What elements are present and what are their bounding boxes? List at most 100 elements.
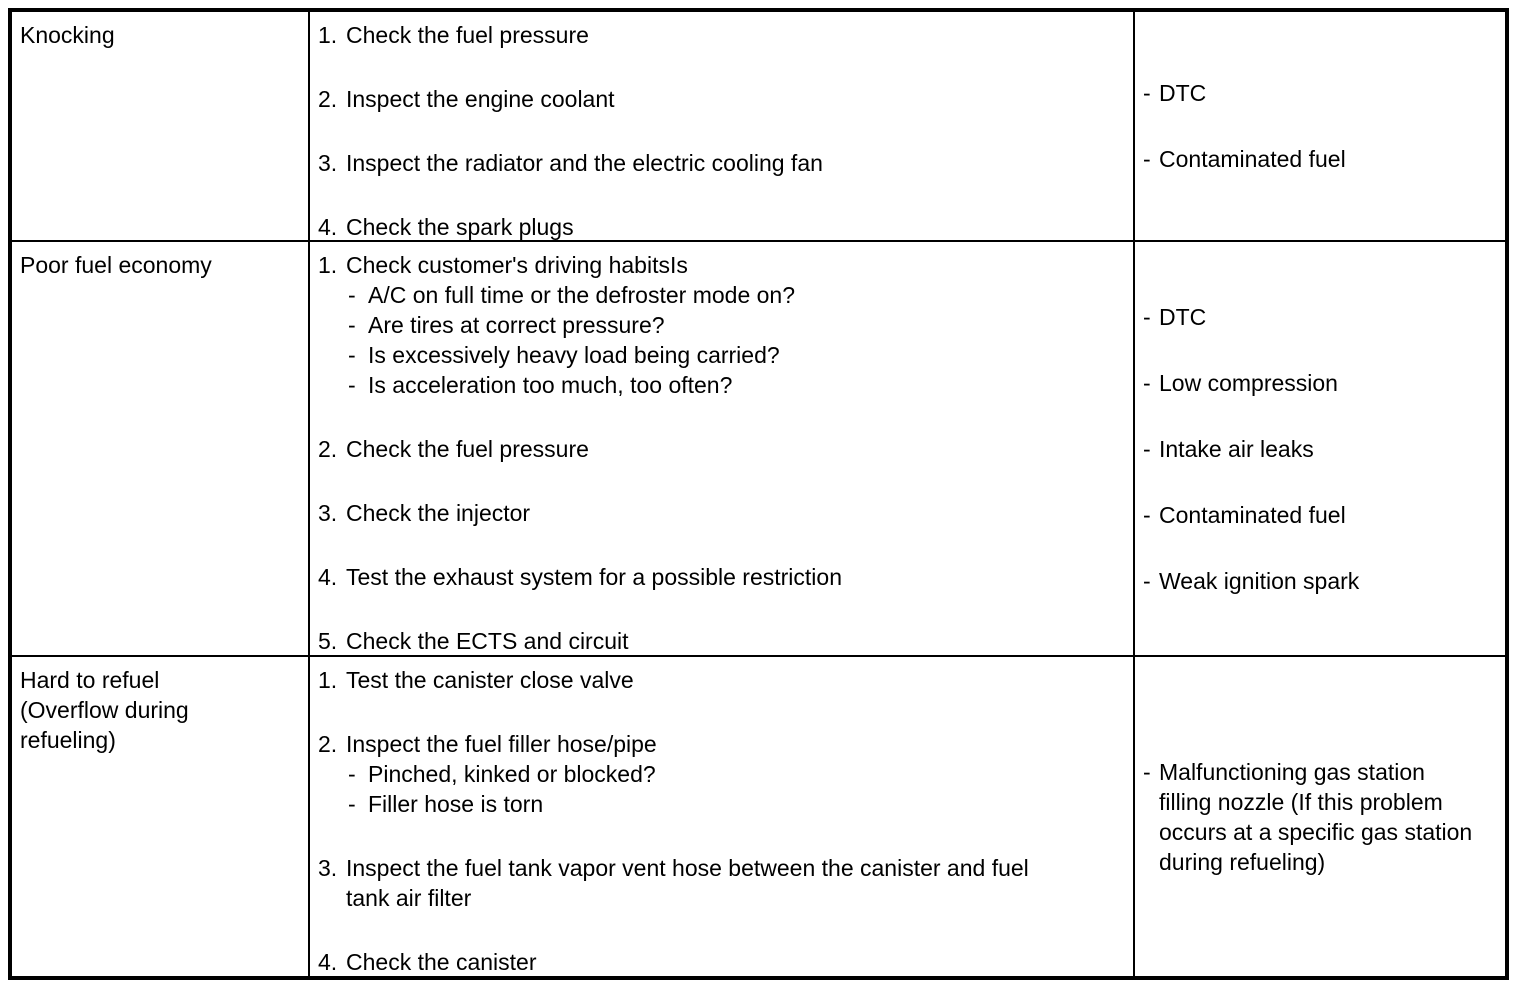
inspection-step: 2. Check the fuel pressure <box>318 434 1133 464</box>
step-text: Inspect the fuel tank vapor vent hose be… <box>346 855 1029 911</box>
step-number: 1. <box>318 22 338 48</box>
inspection-step-main: 1. Test the canister close valve <box>318 665 1133 695</box>
inspection-steps-cell: 1. Check customer's driving habitsIs - A… <box>310 240 1135 655</box>
dash-bullet: - <box>1143 80 1151 106</box>
inspection-steps-cell: 1. Test the canister close valve 2. Insp… <box>310 655 1135 976</box>
possible-cause-item: - Malfunctioning gas station filling noz… <box>1143 757 1501 877</box>
step-number: 4. <box>318 214 338 240</box>
possible-causes-cell: - DTC - Contaminated fuel <box>1135 12 1505 240</box>
step-text: Test the canister close valve <box>346 667 634 693</box>
sub-item-text: Filler hose is torn <box>368 791 544 817</box>
step-number: 3. <box>318 150 338 176</box>
cause-text: Contaminated fuel <box>1159 501 1346 528</box>
sub-item-text: Is acceleration too much, too often? <box>368 372 733 398</box>
symptom-text: Poor fuel economy <box>20 252 212 278</box>
dash-bullet: - <box>348 282 356 308</box>
step-text: Inspect the engine coolant <box>346 86 615 112</box>
inspection-step-main: 3. Check the injector <box>318 498 1133 528</box>
inspection-step: 4. Check the spark plugs <box>318 212 1133 240</box>
inspection-step-main: 5. Check the ECTS and circuit <box>318 626 1133 655</box>
inspection-step-main: 3. Inspect the radiator and the electric… <box>318 148 1133 178</box>
cause-text: Intake air leaks <box>1159 435 1314 462</box>
step-text: Check the injector <box>346 500 531 526</box>
dash-bullet: - <box>348 342 356 368</box>
inspection-step: 1. Check customer's driving habitsIs - A… <box>318 250 1133 400</box>
inspection-step-main: 4. Check the spark plugs <box>318 212 1133 240</box>
inspection-step: 3. Inspect the radiator and the electric… <box>318 148 1133 178</box>
symptom-cell: Poor fuel economy <box>12 240 310 655</box>
dash-bullet: - <box>348 761 356 787</box>
step-sub-item: - Are tires at correct pressure? <box>348 310 1133 340</box>
dash-bullet: - <box>1143 435 1151 462</box>
inspection-step: 4. Test the exhaust system for a possibl… <box>318 562 1133 592</box>
inspection-step: 2. Inspect the engine coolant <box>318 84 1133 114</box>
possible-cause-item: - DTC <box>1143 302 1501 332</box>
dash-bullet: - <box>348 312 356 338</box>
step-sub-item: - Is acceleration too much, too often? <box>348 370 1133 400</box>
inspection-step: 5. Check the ECTS and circuit <box>318 626 1133 655</box>
table-row: Hard to refuel (Overflow during refuelin… <box>12 655 1505 976</box>
step-number: 5. <box>318 628 338 654</box>
inspection-step: 3. Inspect the fuel tank vapor vent hose… <box>318 853 1133 913</box>
cause-text: Weak ignition spark <box>1159 567 1360 594</box>
step-sub-item: - Filler hose is torn <box>348 789 1133 819</box>
troubleshooting-table: Knocking 1. Check the fuel pressure 2. I… <box>8 8 1509 980</box>
possible-cause-item: - Contaminated fuel <box>1143 500 1501 530</box>
inspection-step-main: 4. Test the exhaust system for a possibl… <box>318 562 1133 592</box>
inspection-step-main: 1. Check customer's driving habitsIs <box>318 250 1133 280</box>
cause-text: Contaminated fuel <box>1159 146 1346 172</box>
step-text: Check the fuel pressure <box>346 436 589 462</box>
step-number: 2. <box>318 731 338 757</box>
symptom-text: Hard to refuel (Overflow during refuelin… <box>20 667 189 753</box>
possible-cause-item: - Low compression <box>1143 368 1501 398</box>
inspection-step: 1. Test the canister close valve <box>318 665 1133 695</box>
symptom-cell: Hard to refuel (Overflow during refuelin… <box>12 655 310 976</box>
step-text: Check customer's driving habitsIs <box>346 252 688 278</box>
step-text: Check the ECTS and circuit <box>346 628 629 654</box>
inspection-step: 3. Check the injector <box>318 498 1133 528</box>
step-text: Check the canister <box>346 949 537 975</box>
step-number: 4. <box>318 564 338 590</box>
cause-text: DTC <box>1159 80 1207 106</box>
step-number: 1. <box>318 667 338 693</box>
inspection-step-main: 2. Inspect the fuel filler hose/pipe <box>318 729 1133 759</box>
symptom-cell: Knocking <box>12 12 310 240</box>
step-number: 1. <box>318 252 338 278</box>
sub-item-text: Are tires at correct pressure? <box>368 312 665 338</box>
step-sub-item: - Pinched, kinked or blocked? <box>348 759 1133 789</box>
possible-cause-item: - DTC <box>1143 78 1501 108</box>
inspection-step-main: 2. Check the fuel pressure <box>318 434 1133 464</box>
dash-bullet: - <box>1143 567 1151 594</box>
inspection-steps-cell: 1. Check the fuel pressure 2. Inspect th… <box>310 12 1135 240</box>
step-number: 3. <box>318 855 338 881</box>
possible-cause-item: - Intake air leaks <box>1143 434 1501 464</box>
inspection-step-main: 2. Inspect the engine coolant <box>318 84 1133 114</box>
step-number: 3. <box>318 500 338 526</box>
inspection-step: 4. Check the canister <box>318 947 1133 976</box>
dash-bullet: - <box>1143 369 1151 396</box>
dash-bullet: - <box>1143 501 1151 528</box>
inspection-step: 2. Inspect the fuel filler hose/pipe - P… <box>318 729 1133 819</box>
cause-text: Malfunctioning gas station filling nozzl… <box>1159 758 1473 875</box>
possible-causes-cell: - Malfunctioning gas station filling noz… <box>1135 655 1505 976</box>
sub-item-text: A/C on full time or the defroster mode o… <box>368 282 795 308</box>
step-text: Test the exhaust system for a possible r… <box>346 564 842 590</box>
step-number: 2. <box>318 86 338 112</box>
dash-bullet: - <box>348 372 356 398</box>
cause-text: DTC <box>1159 303 1207 330</box>
table-row: Knocking 1. Check the fuel pressure 2. I… <box>12 12 1505 240</box>
inspection-step-main: 4. Check the canister <box>318 947 1133 976</box>
step-sub-item: - A/C on full time or the defroster mode… <box>348 280 1133 310</box>
sub-item-text: Is excessively heavy load being carried? <box>368 342 780 368</box>
dash-bullet: - <box>1143 758 1151 785</box>
sub-item-text: Pinched, kinked or blocked? <box>368 761 656 787</box>
dash-bullet: - <box>348 791 356 817</box>
inspection-step-main: 3. Inspect the fuel tank vapor vent hose… <box>318 853 1133 913</box>
cause-text: Low compression <box>1159 369 1338 396</box>
possible-cause-item: - Contaminated fuel <box>1143 144 1501 174</box>
inspection-step: 1. Check the fuel pressure <box>318 20 1133 50</box>
possible-causes-cell: - DTC - Low compression - Intake air lea… <box>1135 240 1505 655</box>
inspection-step-main: 1. Check the fuel pressure <box>318 20 1133 50</box>
step-text: Check the spark plugs <box>346 214 574 240</box>
dash-bullet: - <box>1143 146 1151 172</box>
